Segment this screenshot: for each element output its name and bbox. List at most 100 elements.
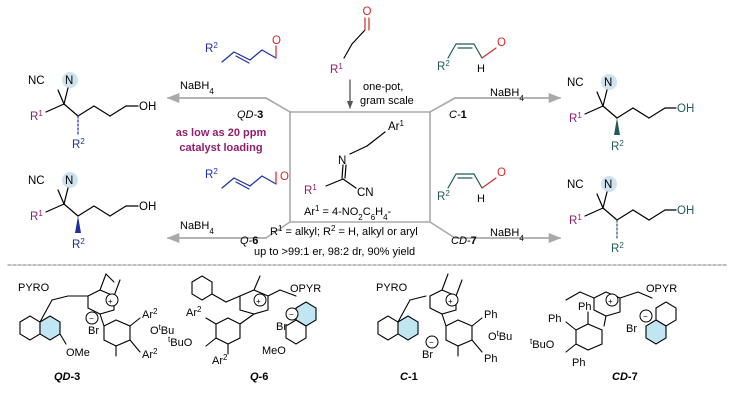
enal-tr-o: O: [497, 37, 506, 49]
loading-note-line1: as low as 20 ppm: [176, 127, 267, 139]
results-line: up to >99:1 er, 98:2 dr, 90% yield: [254, 246, 415, 258]
catalyst-c1: + − PYRO Br Ph Ph OtBu C-1: [376, 273, 512, 383]
pbr-n: N: [604, 179, 612, 191]
enal-br-r2: R2: [437, 189, 450, 204]
c1-plus: +: [448, 297, 453, 306]
qd3-minus: −: [89, 314, 94, 323]
imine-structure: [325, 131, 386, 189]
enal-br-o: O: [497, 167, 506, 179]
product-top-left: NC N R1 R2 OH: [28, 72, 156, 151]
catalyst-qd3: + − PYRO Br Ar2 Ar2 OtBu OMe QD-3: [18, 273, 174, 383]
ptl-r1: R1: [30, 109, 43, 124]
catalyst-label-cd7: CD-7: [451, 235, 477, 247]
one-pot-label: one-pot,: [363, 81, 403, 93]
imine-cn: CN: [357, 187, 374, 199]
ptr-n: N: [604, 77, 612, 89]
catalyst-label-qd3: QD-3: [237, 109, 263, 121]
branch-arrows: [166, 92, 562, 244]
pbl-nc: NC: [28, 175, 45, 187]
ptr-nc: NC: [567, 77, 584, 89]
q6-ar2-a: Ar2: [186, 305, 202, 320]
qd3-pyro: PYRO: [18, 282, 50, 294]
c1-label: C-1: [400, 371, 418, 383]
product-bottom-right: NC N R1 R2 OH: [567, 176, 694, 255]
qd3-ome: OMe: [66, 347, 90, 359]
ptl-n: N: [65, 75, 73, 87]
cd7-minus: −: [643, 312, 648, 321]
ptr-r2: R2: [611, 139, 624, 154]
enal-top-left: [221, 45, 277, 64]
enal-bottom-left: [221, 171, 277, 190]
imine-r1: R1: [304, 183, 317, 198]
cd7-ph-a: Ph: [548, 313, 561, 325]
c1-br: Br: [422, 349, 433, 361]
ptl-oh: OH: [139, 101, 156, 113]
q6-br: Br: [276, 321, 287, 333]
catalyst-label-q6: Q-6: [240, 235, 258, 247]
cd7-label: CD-7: [612, 371, 638, 383]
nabh4-top-left: NaBH4: [180, 80, 214, 96]
ptl-nc: NC: [28, 75, 45, 87]
pbl-n: N: [65, 175, 73, 187]
nabh4-top-right: NaBH4: [490, 87, 524, 103]
enal-top-right: [447, 43, 497, 59]
catalyst-q6: + − OPYR Br Ar2 Ar2 tBuO MeO Q-6: [168, 275, 321, 383]
qd3-label: QD-3: [54, 371, 80, 383]
product-top-right: NC N R1 R2 OH: [567, 74, 694, 153]
cd7-tbuo: tBuO: [530, 337, 555, 352]
cd7-plus: +: [608, 297, 613, 306]
c1-ph-a: Ph: [484, 309, 497, 321]
enal-tr-r2: R2: [437, 59, 450, 74]
pbr-r2: R2: [611, 241, 624, 256]
loading-note-line2: catalyst loading: [179, 142, 262, 154]
cd7-br: Br: [626, 323, 637, 335]
product-bottom-left: NC N R1 R2 OH: [28, 172, 156, 251]
q6-meo: MeO: [262, 345, 286, 357]
imine-n: N: [338, 155, 346, 167]
enal-br-h: H: [477, 193, 485, 205]
q6-label: Q-6: [250, 371, 268, 383]
qd3-otbu: OtBu: [150, 323, 174, 338]
enal-tl-r2: R2: [205, 41, 218, 56]
central-bracket: [265, 97, 456, 239]
pbl-r1: R1: [30, 209, 43, 224]
enal-bottom-right: [447, 173, 497, 189]
c1-pyro: PYRO: [376, 282, 408, 294]
pbr-oh: OH: [677, 205, 694, 217]
nabh4-bottom-left: NaBH4: [180, 220, 214, 236]
c1-otbu: OtBu: [488, 329, 512, 344]
cd7-ph-b: Ph: [578, 301, 591, 313]
nabh4-bottom-right: NaBH4: [490, 227, 524, 243]
ptr-r1: R1: [569, 111, 582, 126]
q6-opyr: OPYR: [290, 283, 321, 295]
r-definition: R1 = alkyl; R2 = H, alkyl or aryl: [270, 224, 418, 239]
enal-tr-h: H: [477, 63, 485, 75]
ptl-r2: R2: [72, 137, 85, 152]
qd3-plus: +: [108, 297, 113, 306]
qd3-ar2-a: Ar2: [142, 307, 158, 322]
c1-minus: −: [429, 338, 434, 347]
catalyst-cd7: + − OPYR Br Ph Ph Ph tBuO CD-7: [530, 283, 677, 383]
q6-tbuo: tBuO: [168, 335, 193, 350]
qd3-ar2-b: Ar2: [142, 347, 158, 362]
q6-plus: +: [256, 297, 261, 306]
ar-definition: Ar1 = 4-NO2C6H4-: [304, 204, 392, 222]
pbl-r2: R2: [72, 237, 85, 252]
enal-bl-o: O: [280, 171, 289, 183]
catalyst-label-c1: C-1: [449, 109, 467, 121]
pbl-oh: OH: [139, 201, 156, 213]
central-aldehyde: [343, 17, 370, 59]
c1-ph-b: Ph: [484, 353, 497, 365]
pbr-nc: NC: [567, 179, 584, 191]
qd3-br: Br: [88, 325, 99, 337]
aldehyde-oxygen: O: [363, 6, 372, 18]
ptr-oh: OH: [677, 103, 694, 115]
q6-ar2-b: Ar2: [212, 353, 228, 368]
pbr-r1: R1: [569, 213, 582, 228]
cd7-ph-c: Ph: [572, 357, 585, 369]
q6-minus: −: [289, 310, 294, 319]
imine-ar1: Ar1: [388, 119, 405, 134]
aldehyde-r1-label: R1: [330, 62, 343, 77]
cd7-opyr: OPYR: [646, 283, 677, 295]
